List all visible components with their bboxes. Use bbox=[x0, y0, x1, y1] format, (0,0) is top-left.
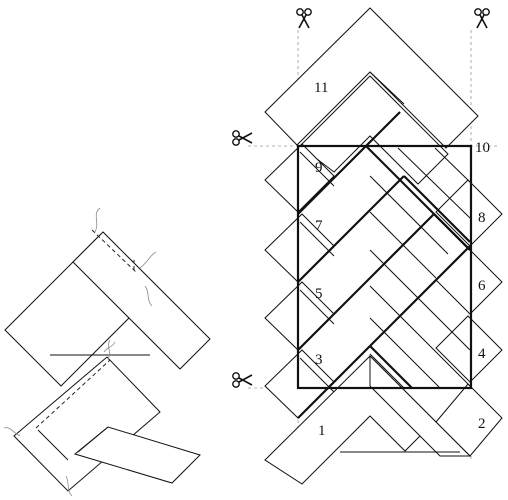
strip-label-6: 6 bbox=[478, 278, 486, 294]
strip-label-9: 9 bbox=[315, 160, 323, 176]
strip-8 bbox=[435, 179, 503, 247]
step-figure-bottom bbox=[3, 339, 201, 497]
strip-label-10: 10 bbox=[475, 140, 490, 156]
strip-label-8: 8 bbox=[478, 210, 486, 226]
strip-10 bbox=[299, 75, 449, 185]
step-figure-top bbox=[4, 207, 211, 387]
strip-label-4: 4 bbox=[478, 346, 486, 362]
strip-label-3: 3 bbox=[315, 352, 323, 368]
strip-label-2: 2 bbox=[478, 416, 486, 432]
strip-6 bbox=[435, 247, 503, 315]
strip-label-1: 1 bbox=[318, 423, 326, 439]
scissors-icon bbox=[232, 130, 253, 146]
trim-frame bbox=[296, 144, 473, 390]
strip-1-right bbox=[369, 354, 472, 457]
main-block: 11 10 9 8 7 6 5 4 3 2 1 bbox=[248, 7, 503, 485]
strip-label-5: 5 bbox=[315, 286, 323, 302]
strip-label-7: 7 bbox=[315, 218, 323, 234]
scissors-icon bbox=[232, 372, 253, 388]
strip-label-11: 11 bbox=[314, 80, 328, 96]
scissors-icon bbox=[474, 8, 490, 29]
strip-9 bbox=[264, 143, 335, 213]
scissors-icon bbox=[296, 8, 312, 29]
strip-7 bbox=[264, 213, 335, 283]
strip-5 bbox=[264, 281, 335, 351]
